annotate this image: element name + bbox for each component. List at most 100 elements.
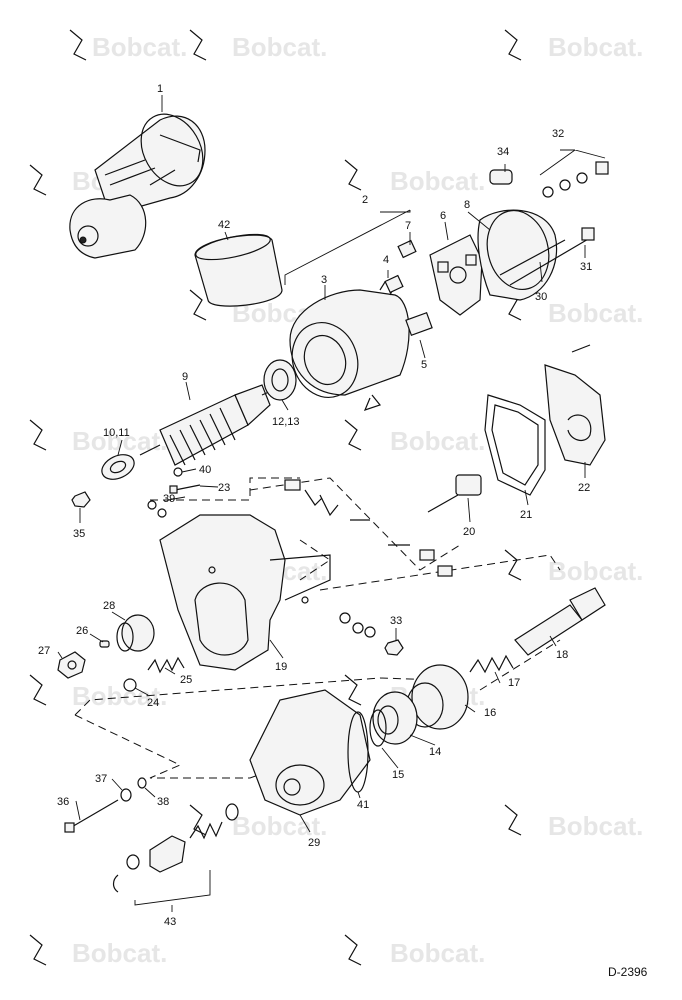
part-14-clutch [372,691,418,745]
callout-17: 17 [508,677,520,689]
part-17-spring [469,654,514,674]
callout-9: 9 [182,371,188,383]
callout-33: 33 [390,615,402,627]
part-40-washer [173,467,183,477]
watermark-logo-7: Bobcat. [504,289,643,328]
part-18-shaft [514,587,606,656]
callout-40: 40 [199,464,211,476]
watermark-text-5: Bobcat. [390,166,485,196]
part-3-yoke [289,281,433,411]
part-20-switch [427,474,482,513]
watermark-logo-17: Bobcat. [344,934,485,968]
callout-35: 35 [73,528,85,540]
callout-32: 32 [552,128,564,140]
callout-22: 22 [578,482,590,494]
callout-27: 27 [38,645,50,657]
callout-26: 26 [76,625,88,637]
watermark-text-14: Bobcat. [232,811,327,841]
callout-15: 15 [392,769,404,781]
part-washer-row [339,612,376,638]
callout-labels: 1 2 3 4 5 6 7 8 9 10,11 12,13 14 15 16 1… [38,83,592,928]
callout-21: 21 [520,509,532,521]
part-6-brush-holder [429,234,483,316]
part-34-plug [489,169,513,185]
callout-30: 30 [535,291,547,303]
part-starter-assembly [69,113,206,259]
part-43-pinion-group [112,803,239,906]
callout-5: 5 [421,359,427,371]
callout-7: 7 [405,220,411,232]
part-9-armature [139,384,286,466]
part-30-bolt [499,239,566,276]
watermark-text-1: Bobcat. [92,32,187,62]
part-16-gear [406,664,469,730]
callout-42: 42 [218,219,230,231]
watermark-logo-3: Bobcat. [504,29,643,62]
part-19-housing [159,514,331,671]
callout-23: 23 [218,482,230,494]
part-28-gear [116,614,155,652]
watermark-logo-16: Bobcat. [29,934,167,968]
part-35-nut [71,491,91,508]
part-42-cover [194,233,283,307]
watermark-logo-5: Bobcat. [344,159,485,196]
callout-2: 2 [362,194,368,206]
part-39-washer [147,500,167,518]
callout-1: 1 [157,83,163,95]
watermark-text-12: Bobcat. [72,681,167,711]
callout-18: 18 [556,649,568,661]
callout-38: 38 [157,796,169,808]
part-38-washer [137,777,147,789]
callout-28: 28 [103,600,115,612]
watermark-text-7: Bobcat. [548,298,643,328]
watermark-text-17: Bobcat. [390,938,485,968]
part-33-nut [384,639,404,656]
callout-3: 3 [321,274,327,286]
part-26-roller [99,640,110,648]
part-8-end-cover [477,209,558,301]
watermark-text-15: Bobcat. [548,811,643,841]
watermark-logo-8: Bobcat. [29,419,167,456]
part-31-bolt [509,227,595,286]
part-27-retainer [57,651,86,679]
part-36-bolt [64,799,119,833]
watermark-logo-9: Bobcat. [344,419,485,456]
callout-24: 24 [147,697,159,709]
callout-19: 19 [275,661,287,673]
callout-10-11: 10,11 [103,427,130,439]
callout-4: 4 [383,254,389,266]
part-23-screw [169,484,201,494]
callout-14: 14 [429,746,441,758]
part-21-gasket [484,394,546,496]
watermark-text-2: Bobcat. [232,32,327,62]
part-32-nut-set [542,161,609,198]
part-7-brush [397,239,417,259]
callout-43: 43 [164,916,176,928]
part-15-bearing [369,709,387,747]
watermark-text-11: Bobcat. [548,556,643,586]
watermark-logo-12: Bobcat. [29,674,167,711]
callout-25: 25 [180,674,192,686]
watermark-text-8: Bobcat. [72,426,167,456]
watermark-logo-11: Bobcat. [504,549,643,586]
callout-29: 29 [308,837,320,849]
watermark-logo-14: Bobcat. [189,804,327,841]
part-37-washer [120,788,132,802]
callout-36: 36 [57,796,69,808]
callout-34: 34 [497,146,509,158]
leader-lines [57,95,606,912]
callout-8: 8 [464,199,470,211]
part-4-brush [384,274,404,294]
watermark-text-3: Bobcat. [548,32,643,62]
watermark-logo-2: Bobcat. [189,29,327,62]
part-bracket-set [284,479,453,577]
part-10-11-bearing [101,454,135,480]
watermark-logo-15: Bobcat. [504,804,643,841]
part-29-front-housing [249,689,371,816]
watermark-text-9: Bobcat. [390,426,485,456]
callout-39: 39 [163,493,175,505]
callout-31: 31 [580,261,592,273]
part-25-spring [147,656,185,674]
callout-37: 37 [95,773,107,785]
